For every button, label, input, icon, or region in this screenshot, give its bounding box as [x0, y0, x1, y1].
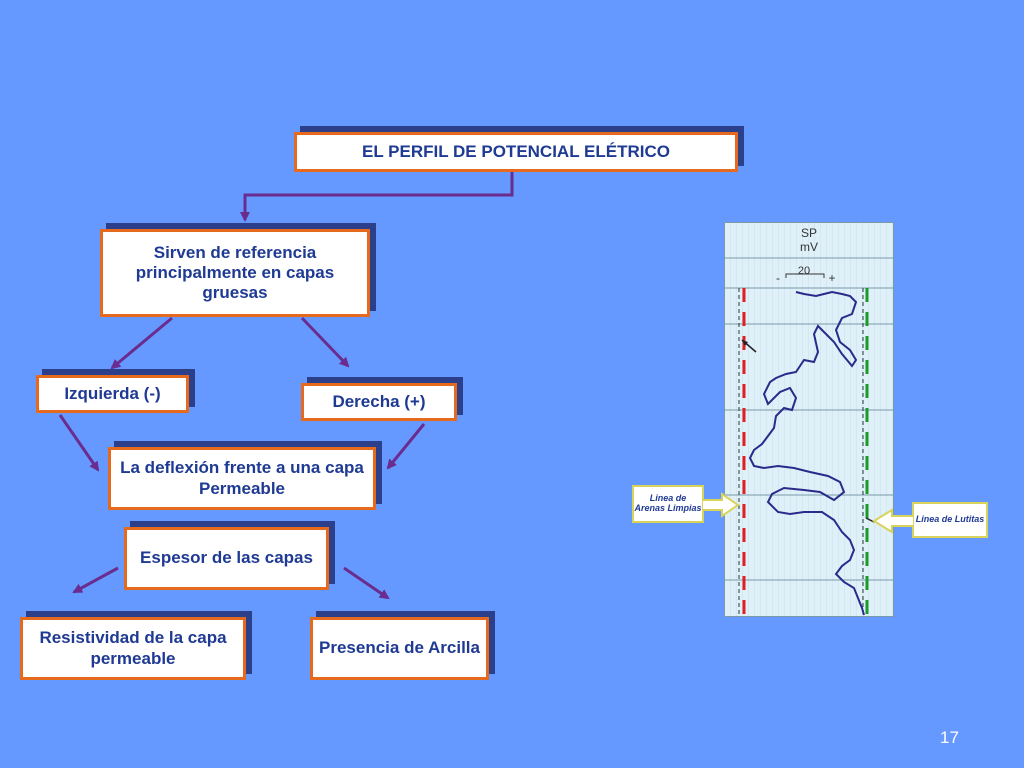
- sp-log-figure: SP mV - 20 +: [724, 222, 894, 617]
- sp-curve: [748, 290, 865, 616]
- reference-text: Sirven de referencia principalmente en c…: [135, 242, 335, 303]
- scale-bar: [785, 273, 825, 278]
- left-text: Izquierda (-): [64, 383, 161, 403]
- sand-line-label-text: Linea de Arenas Limpias: [634, 493, 702, 513]
- thickness-to-clay-arrow: [343, 566, 390, 600]
- scale-value-label: 20: [798, 265, 810, 277]
- log-border: [724, 222, 894, 617]
- title-text: EL PERFIL DE POTENCIAL ELÉTRICO: [362, 141, 670, 161]
- shale-line-label-text: Linea de Lutitas: [915, 514, 985, 525]
- clay-text: Presencia de Arcilla: [319, 638, 480, 658]
- scale-minus-label: -: [776, 271, 780, 285]
- resistivity-text: Resistividad de la capa permeable: [39, 628, 227, 668]
- right-box: Derecha (+): [301, 383, 457, 421]
- left-to-deflection-arrow: [58, 414, 100, 472]
- resistivity-box: Resistividad de la capa permeable: [20, 617, 246, 680]
- left-box: Izquierda (-): [36, 375, 189, 413]
- curve-pointer-arrowhead: [742, 340, 748, 346]
- sand-line-label: Linea de Arenas Limpias: [632, 485, 704, 523]
- shale-line-callout-arrow: [872, 508, 914, 534]
- clay-box: Presencia de Arcilla: [310, 617, 489, 680]
- reference-to-right-arrow: [300, 316, 350, 368]
- log-header-sp: SP: [801, 226, 817, 240]
- thickness-box: Espesor de las capas: [124, 527, 329, 590]
- reference-box: Sirven de referencia principalmente en c…: [100, 229, 370, 317]
- deflection-box: La deflexión frente a una capa Permeable: [108, 447, 376, 510]
- log-header-unit: mV: [800, 240, 818, 254]
- reference-to-left-arrow: [110, 316, 173, 370]
- thickness-to-resistivity-arrow: [72, 566, 119, 594]
- sand-line-callout-arrow: [702, 492, 740, 518]
- deflection-text: La deflexión frente a una capa Permeable: [120, 458, 364, 498]
- title-to-reference-connector: [240, 170, 514, 222]
- right-text: Derecha (+): [332, 391, 426, 411]
- shale-line-label: Linea de Lutitas: [912, 502, 988, 538]
- scale-plus-label: +: [828, 271, 835, 285]
- page-number: 17: [940, 728, 959, 747]
- title-box: EL PERFIL DE POTENCIAL ELÉTRICO: [294, 132, 738, 172]
- thickness-text: Espesor de las capas: [140, 548, 313, 568]
- right-to-deflection-arrow: [386, 423, 426, 470]
